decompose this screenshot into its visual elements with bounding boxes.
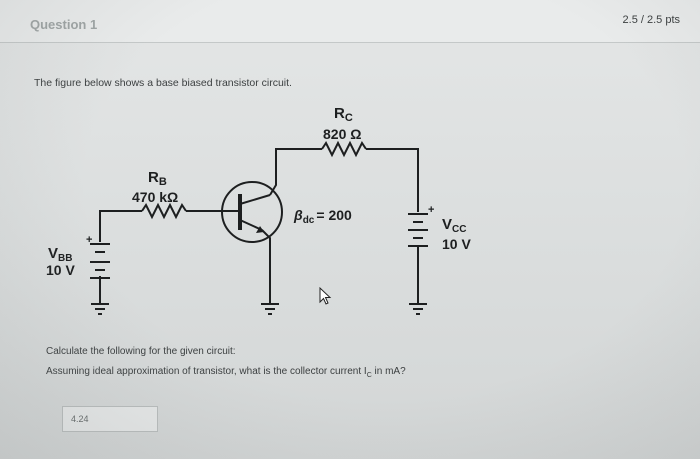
vbb-wire-top bbox=[99, 210, 142, 242]
rc-value: 820 Ω bbox=[323, 126, 361, 142]
points-badge: 2.5 / 2.5 pts bbox=[622, 14, 680, 26]
vbb-battery bbox=[90, 243, 110, 279]
beta-label: βdc= 200 bbox=[293, 207, 352, 226]
vcc-wire-top bbox=[366, 148, 419, 212]
vcc-plus: + bbox=[428, 204, 434, 216]
vcc-label: VCC bbox=[442, 216, 466, 235]
rb-value: 470 kΩ bbox=[132, 189, 178, 205]
instruction-line-1: Calculate the following for the given ci… bbox=[46, 346, 236, 357]
question-header: Question 1 2.5 / 2.5 pts bbox=[0, 0, 700, 43]
mouse-cursor-icon bbox=[319, 286, 332, 305]
rc-label: RC bbox=[334, 105, 353, 124]
vcc-battery bbox=[408, 213, 428, 247]
rc-resistor bbox=[321, 140, 367, 158]
vbb-value: 10 V bbox=[46, 262, 75, 278]
collector-wire bbox=[269, 148, 322, 196]
question-title: Question 1 bbox=[30, 17, 98, 32]
rb-resistor bbox=[141, 202, 187, 220]
transistor-symbol bbox=[221, 181, 283, 243]
vbb-label: VBB bbox=[48, 245, 72, 264]
emitter-wire bbox=[261, 229, 271, 304]
ground-symbols bbox=[91, 303, 427, 315]
vbb-plus: + bbox=[86, 234, 92, 246]
rb-label: RB bbox=[148, 169, 167, 188]
answer-input[interactable] bbox=[62, 406, 158, 432]
vcc-value: 10 V bbox=[442, 236, 471, 252]
instruction-line-2: Assuming ideal approximation of transist… bbox=[46, 366, 406, 379]
question-prompt: The figure below shows a base biased tra… bbox=[34, 77, 292, 89]
